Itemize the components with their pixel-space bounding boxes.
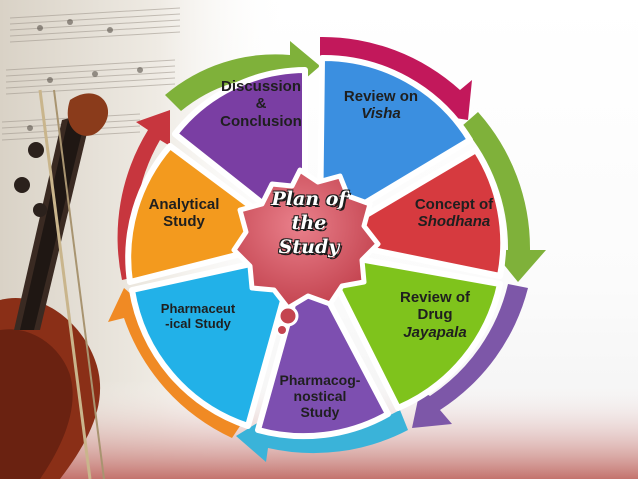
label-review-drug: Review of Drug Jayapala [383, 289, 487, 341]
label-pharmacog: Pharmacog- nostical Study [272, 372, 368, 420]
center-title: Plan of the Study [249, 188, 369, 259]
segment-review-drug [317, 249, 503, 411]
label-review-drug-line2: Drug [417, 306, 453, 324]
label-review-visha-line2: Visha [361, 105, 401, 123]
label-pharmacog-line2: nostical [293, 388, 347, 405]
label-pharmacog-line3: Study [300, 404, 340, 421]
label-analytical-line2: Study [163, 213, 205, 231]
label-review-visha-line1: Review on [343, 88, 419, 105]
segment-pharmacog [255, 255, 391, 440]
label-pharmaceut-line2: -ical Study [165, 315, 231, 331]
label-pharmacog-line1: Pharmacog- [279, 372, 361, 388]
label-analytical: Analytical Study [136, 196, 232, 231]
wheel-segments [125, 54, 507, 440]
label-review-drug-line3: Jayapala [403, 323, 467, 341]
center-title-line1: Plan of [271, 188, 347, 210]
label-review-visha: Review on Visha [326, 88, 436, 123]
label-pharmaceut-line1: Pharmaceut [160, 301, 236, 316]
label-concept: Concept of Shodhana [402, 196, 506, 231]
label-discussion-line2: & [255, 95, 267, 113]
label-analytical-line1: Analytical [148, 196, 220, 213]
center-title-line2: the [291, 211, 327, 234]
label-discussion-line3: Conclusion [220, 112, 302, 130]
segment-pharmaceut [129, 251, 299, 429]
label-discussion: Discussion & Conclusion [203, 78, 319, 130]
center-title-line3: Study [278, 235, 340, 258]
label-concept-line2: Shodhana [417, 213, 491, 231]
label-concept-line1: Concept of [414, 196, 494, 213]
segment-review-visha [317, 54, 473, 233]
label-review-drug-line1: Review of [399, 289, 471, 306]
label-discussion-line1: Discussion [220, 78, 302, 95]
label-pharmaceut: Pharmaceut -ical Study [146, 301, 250, 332]
center-badge [231, 167, 381, 336]
